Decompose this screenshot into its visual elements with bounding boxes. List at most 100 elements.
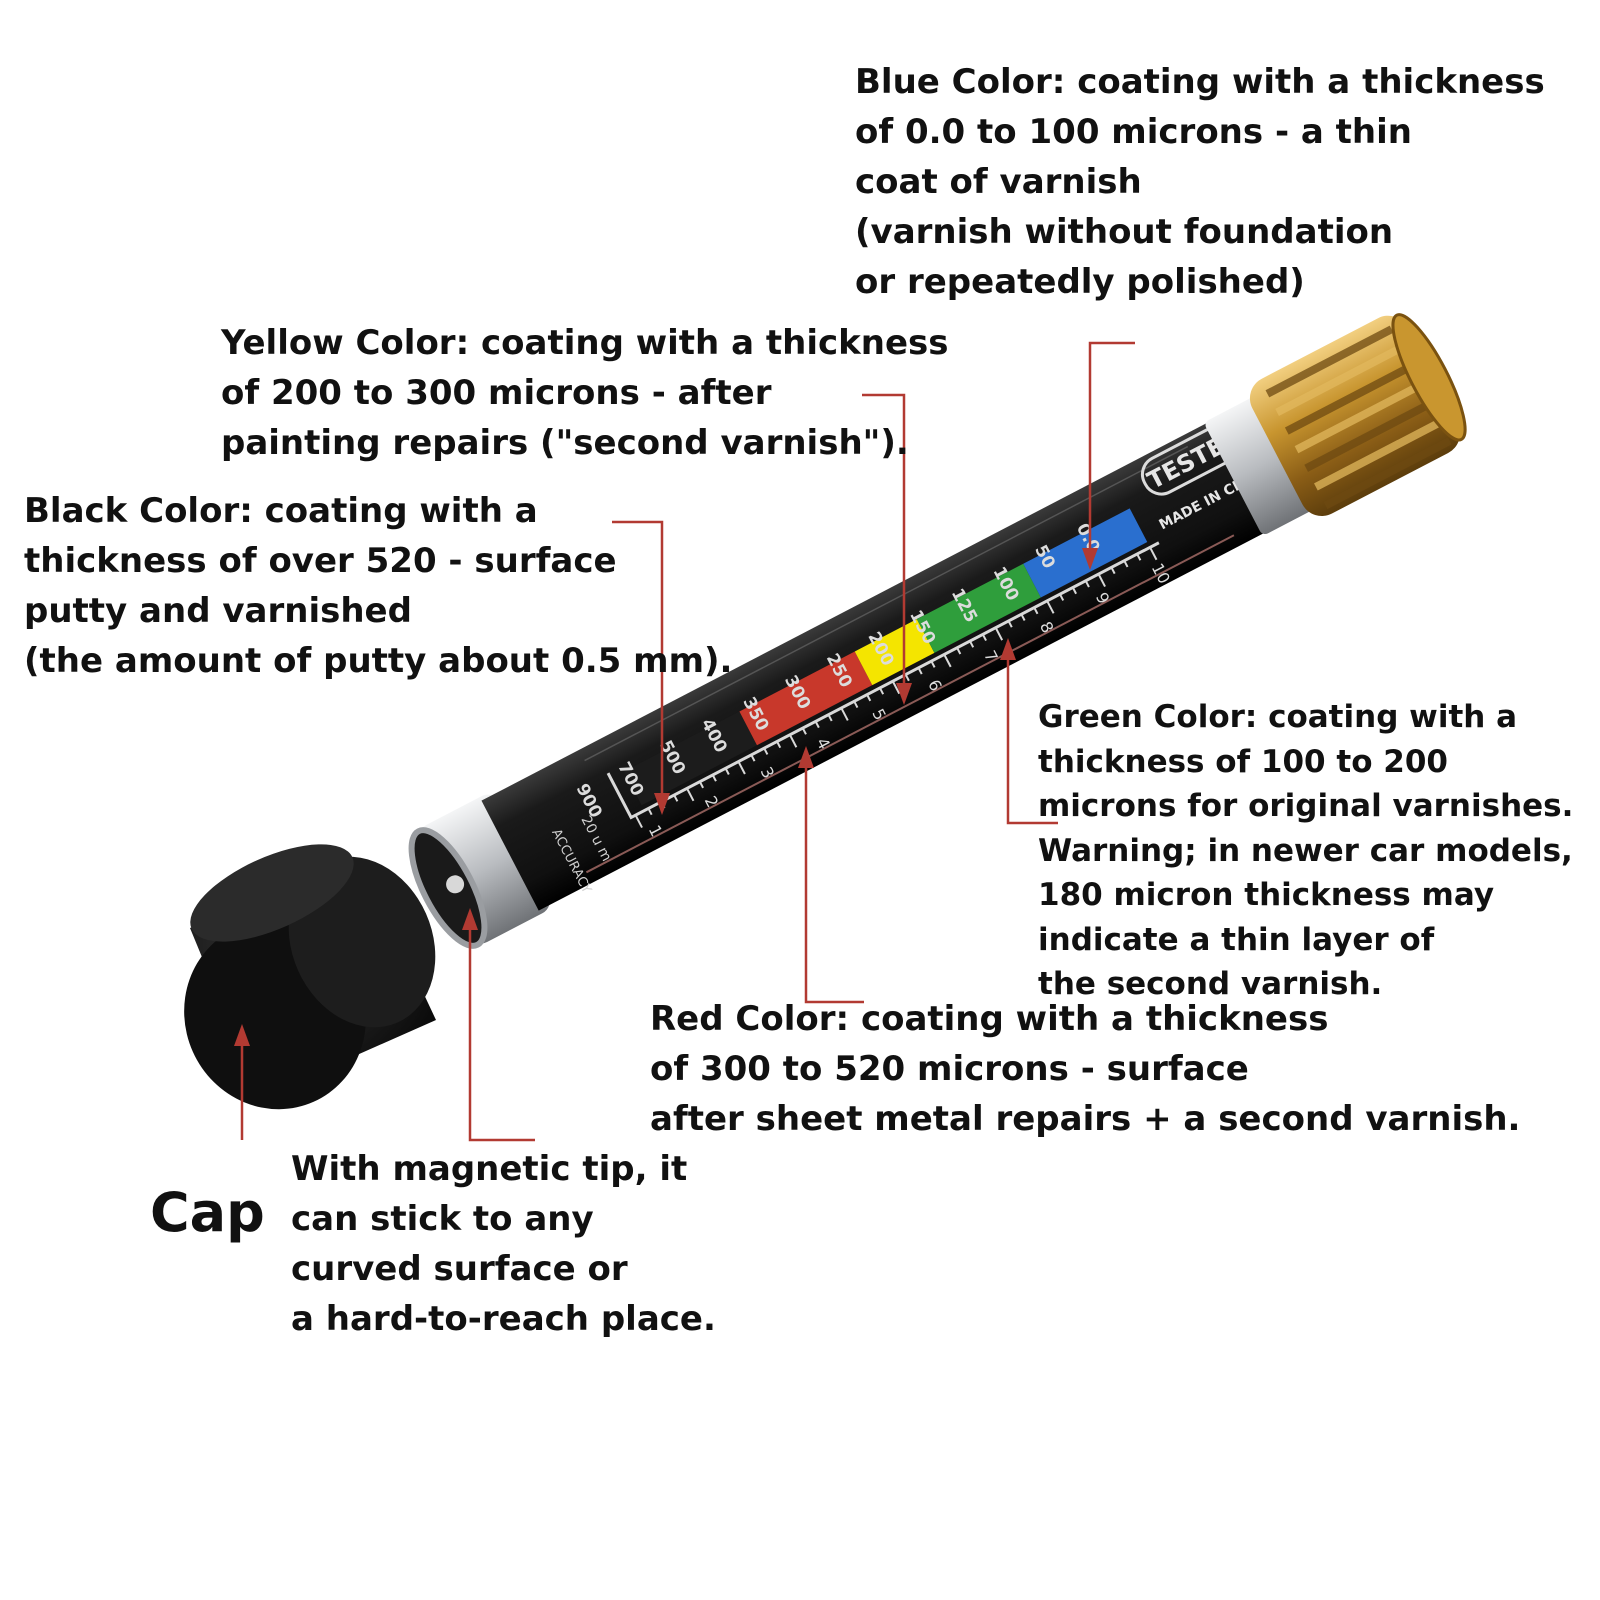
scale-ticks bbox=[634, 546, 1158, 829]
scale-tick bbox=[1084, 580, 1090, 588]
scale-tick bbox=[981, 633, 987, 642]
magnetic-tip-callout: With magnetic tip, it can stick to any c… bbox=[291, 1144, 716, 1344]
scale-tick bbox=[1110, 566, 1116, 575]
callout-line: 180 micron thickness may bbox=[1038, 877, 1495, 913]
callout-line: of 300 to 520 microns - surface bbox=[650, 1049, 1249, 1089]
yellow-band bbox=[854, 619, 935, 686]
leader-arrows bbox=[234, 548, 1098, 1046]
scale-tick bbox=[891, 680, 901, 695]
blue-color-callout: Blue Color: coating with a thickness of … bbox=[855, 57, 1545, 307]
scale-tick bbox=[1033, 607, 1039, 615]
green-color-callout: Green Color: coating with a thickness of… bbox=[1038, 695, 1573, 1007]
cap bbox=[184, 844, 436, 1110]
callout-line: Red Color: coating with a thickness bbox=[650, 999, 1329, 1039]
scale-tick bbox=[801, 727, 807, 735]
leader-yellow bbox=[862, 393, 906, 690]
callout-line: (varnish without foundation bbox=[855, 212, 1394, 252]
knurl-ridges bbox=[1265, 325, 1452, 510]
scale-tick bbox=[814, 720, 820, 729]
callout-line: painting repairs ("second varnish"). bbox=[221, 423, 909, 463]
callout-line: after sheet metal repairs + a second var… bbox=[650, 1099, 1521, 1139]
magnet-dot-icon bbox=[446, 875, 465, 894]
scale-tick bbox=[917, 667, 923, 675]
scale-tick bbox=[1046, 600, 1055, 614]
scale-tick bbox=[776, 741, 782, 749]
scale-tick bbox=[724, 767, 730, 775]
scale-tick bbox=[1007, 620, 1013, 628]
callout-line: indicate a thin layer of bbox=[1038, 921, 1435, 958]
callout-line: Blue Color: coating with a thickness bbox=[855, 62, 1545, 102]
scale-tick bbox=[943, 654, 952, 668]
scale-tick bbox=[1020, 613, 1026, 621]
leader-magnet bbox=[468, 923, 535, 1142]
scale-tick bbox=[634, 814, 643, 829]
scale-tick bbox=[789, 734, 798, 748]
scale-tick bbox=[879, 687, 885, 695]
scale-tick bbox=[711, 774, 717, 782]
knurl-ridge bbox=[1314, 418, 1442, 491]
black-band bbox=[624, 711, 757, 806]
red-band bbox=[739, 651, 873, 746]
yellow-color-callout: Yellow Color: coating with a thickness o… bbox=[221, 318, 949, 468]
callout-line: of 0.0 to 100 microns - a thin bbox=[855, 112, 1412, 152]
scale-tick bbox=[763, 747, 769, 755]
scale-tick bbox=[1071, 587, 1077, 595]
callout-line: Black Color: coating with a bbox=[24, 491, 538, 531]
black-color-callout: Black Color: coating with a thickness of… bbox=[24, 486, 732, 686]
green-band bbox=[916, 563, 1041, 653]
callout-line: With magnetic tip, it bbox=[291, 1149, 688, 1189]
scale-tick bbox=[956, 647, 962, 655]
callout-line: or repeatedly polished) bbox=[855, 262, 1305, 302]
scale-tick bbox=[827, 714, 833, 722]
arrow-black-icon bbox=[654, 793, 670, 815]
leader-black bbox=[612, 520, 664, 800]
red-color-callout: Red Color: coating with a thickness of 3… bbox=[650, 994, 1520, 1144]
cap-label: Cap bbox=[150, 1181, 265, 1244]
scale-tick bbox=[686, 787, 695, 802]
scale-tick bbox=[866, 694, 872, 702]
callout-line: Warning; in newer car models, bbox=[1038, 832, 1573, 869]
scale-tick bbox=[930, 660, 936, 668]
arrow-magnet-icon bbox=[462, 908, 478, 930]
scale-tick bbox=[1097, 573, 1106, 588]
scale-tick bbox=[1136, 553, 1142, 561]
scale-tick bbox=[1059, 593, 1065, 601]
knurl-ridge bbox=[1265, 325, 1394, 398]
knurl-ridge bbox=[1323, 437, 1452, 510]
collar-ring bbox=[1205, 396, 1314, 535]
scale-tick bbox=[1149, 546, 1158, 561]
scale-tick bbox=[994, 627, 1004, 641]
scale-tick bbox=[840, 707, 849, 721]
callout-line: of 200 to 300 microns - after bbox=[221, 373, 772, 413]
callout-line: can stick to any bbox=[291, 1199, 594, 1239]
arrow-green-icon bbox=[1000, 638, 1016, 660]
callout-line: putty and varnished bbox=[24, 591, 412, 631]
callout-line: thickness of over 520 - surface bbox=[24, 541, 617, 581]
callout-line: Green Color: coating with a bbox=[1038, 699, 1518, 735]
knurl-ridge bbox=[1275, 344, 1404, 416]
callout-line: a hard-to-reach place. bbox=[291, 1299, 716, 1339]
rail-line-top bbox=[584, 445, 1189, 762]
scale-tick bbox=[647, 808, 653, 816]
callout-line: microns for original varnishes. bbox=[1038, 788, 1574, 824]
scale-tick bbox=[969, 640, 975, 648]
leader-red bbox=[804, 760, 864, 1004]
knurl-ridge bbox=[1294, 381, 1423, 454]
leader-green bbox=[1006, 652, 1058, 825]
rail-line bbox=[585, 534, 1235, 874]
arrow-blue-icon bbox=[1082, 548, 1098, 570]
leader-blue bbox=[1088, 341, 1135, 555]
callout-line: coat of varnish bbox=[855, 162, 1142, 202]
scale-tick bbox=[750, 754, 756, 762]
knurl-ridge bbox=[1284, 362, 1413, 435]
callout-line: Yellow Color: coating with a thickness bbox=[221, 323, 949, 363]
scale-tick bbox=[673, 794, 679, 802]
leader-lines bbox=[240, 341, 1135, 1142]
arrow-cap-icon bbox=[234, 1024, 250, 1046]
scale-tick bbox=[904, 674, 910, 682]
knurl-ridge bbox=[1304, 400, 1433, 472]
scale-tick bbox=[737, 761, 746, 775]
tip-ring bbox=[418, 794, 550, 944]
arrow-yellow-icon bbox=[896, 683, 912, 705]
